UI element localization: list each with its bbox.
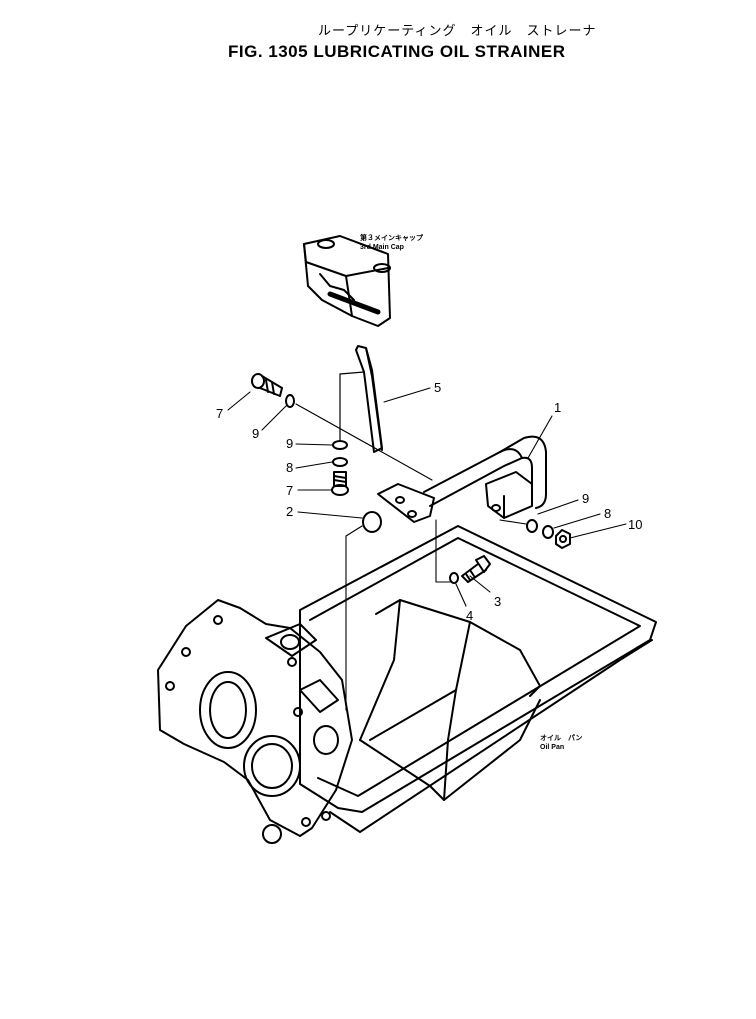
figure-title-japanese: ループリケーティング オイル ストレーナ	[318, 24, 597, 39]
nut-stack-part	[526, 519, 571, 549]
callout-10: 10	[628, 517, 642, 532]
callout-9-upper: 9	[252, 426, 259, 441]
bolt-lower-part	[449, 555, 491, 584]
callout-2: 2	[286, 504, 293, 519]
callout-7-upper: 7	[216, 406, 223, 421]
washer-stack-part	[331, 440, 349, 496]
oil-pan-label: Oil Pan	[540, 744, 564, 751]
oil-pan-part	[299, 525, 657, 833]
callout-1: 1	[554, 400, 561, 415]
assembly-lines	[295, 403, 527, 711]
callout-8-right: 8	[604, 506, 611, 521]
callout-8-middle: 8	[286, 460, 293, 475]
gear-housing-part	[157, 599, 353, 844]
callout-9-middle: 9	[286, 436, 293, 451]
bolt-upper-part	[251, 373, 295, 408]
callout-9-right: 9	[582, 491, 589, 506]
callout-4: 4	[466, 608, 473, 623]
oil-pan-label-jp: オイル パン	[540, 733, 582, 742]
bracket-part	[339, 345, 383, 453]
strainer-pipe-part	[377, 435, 547, 523]
leader-lines	[227, 387, 627, 607]
main-cap-label-jp: 第３メインキャップ	[360, 233, 424, 242]
o-ring-part	[362, 511, 382, 533]
figure-title: FIG. 1305 LUBRICATING OIL STRAINER	[228, 42, 566, 61]
callout-5: 5	[434, 380, 441, 395]
main-cap-part	[303, 235, 391, 327]
main-cap-label: 3rd Main Cap	[360, 244, 404, 251]
callout-7-middle: 7	[286, 483, 293, 498]
callout-3: 3	[494, 594, 501, 609]
